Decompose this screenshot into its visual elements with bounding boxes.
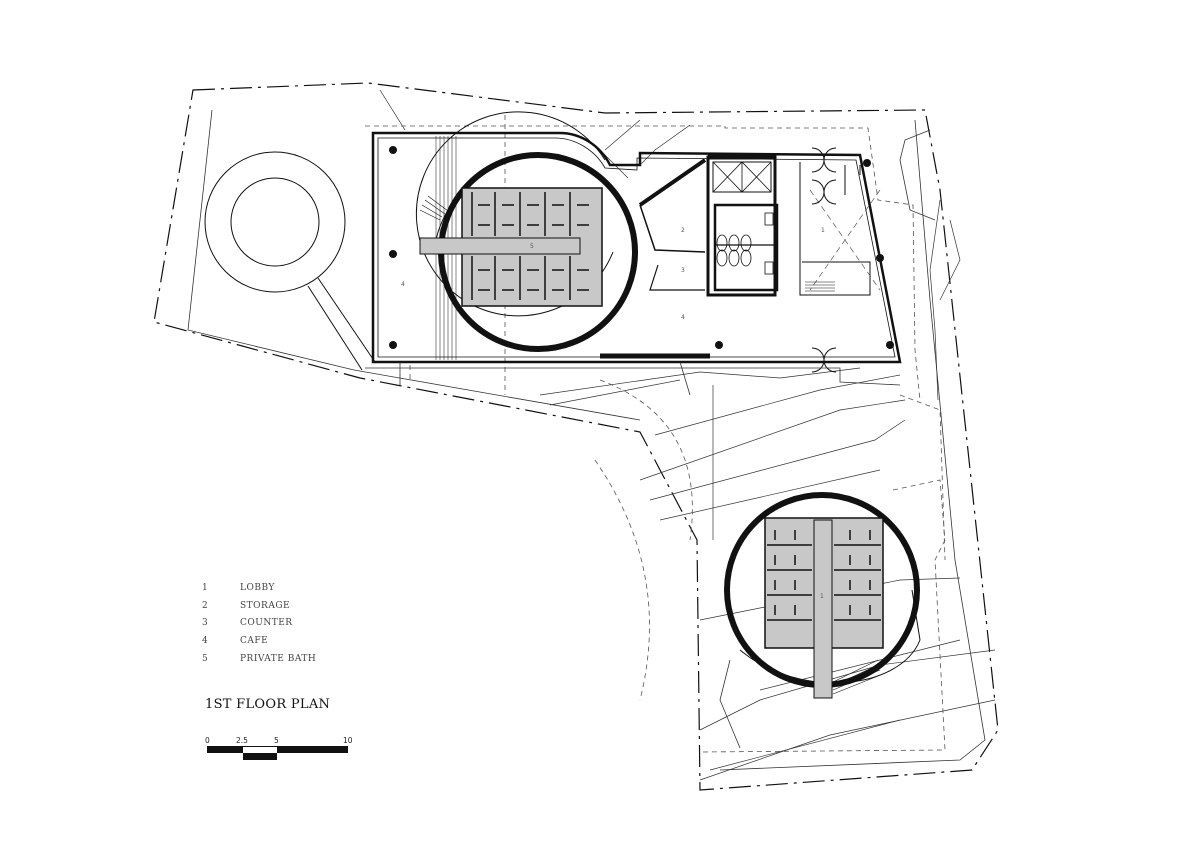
legend-number: 2	[202, 600, 209, 611]
scale-tick-label: 5	[274, 736, 279, 745]
legend-number: 5	[202, 653, 209, 664]
legend-item: 5 PRIVATE BATH	[202, 650, 316, 668]
room-tag-storage: 2	[681, 227, 685, 234]
bath-pavilion-south	[719, 492, 921, 749]
legend-label: LOBBY	[240, 582, 275, 593]
room-tag-lobby: 1	[821, 227, 825, 234]
scale-bar	[207, 746, 348, 760]
scale-tick-label: 10	[343, 736, 353, 745]
legend-label: STORAGE	[240, 600, 291, 611]
site-boundary	[153, 82, 999, 791]
bath-pavilion-north	[415, 111, 638, 352]
room-tag-lobby-south: 1	[820, 593, 824, 600]
legend: 1 LOBBY 2 STORAGE 3 COUNTER 4 CAFE 5 PRI…	[202, 579, 316, 667]
legend-item: 4 CAFE	[202, 632, 316, 650]
legend-number: 4	[202, 635, 209, 646]
contour-lines	[379, 89, 996, 781]
legend-number: 3	[202, 618, 209, 629]
room-tag-counter: 3	[681, 267, 685, 274]
room-tag-cafe-west: 4	[401, 281, 405, 288]
legend-label: CAFE	[240, 635, 269, 646]
scale-tick-label: 2.5	[236, 736, 248, 745]
site-inner-boundary	[187, 109, 986, 771]
main-building	[365, 131, 902, 396]
plan-title: 1ST FLOOR PLAN	[205, 697, 331, 712]
legend-label: COUNTER	[240, 618, 293, 629]
round-planter	[204, 151, 376, 371]
legend-item: 2 STORAGE	[202, 597, 316, 615]
scale-tick-label: 0	[205, 736, 210, 745]
room-tags: 4 5 2 3 4 1 1	[401, 227, 825, 600]
room-tag-bath-north: 5	[530, 243, 534, 250]
legend-item: 1 LOBBY	[202, 579, 316, 597]
legend-item: 3 COUNTER	[202, 614, 316, 632]
legend-number: 1	[202, 582, 209, 593]
legend-label: PRIVATE BATH	[240, 653, 317, 664]
room-tag-cafe-center: 4	[681, 314, 685, 321]
